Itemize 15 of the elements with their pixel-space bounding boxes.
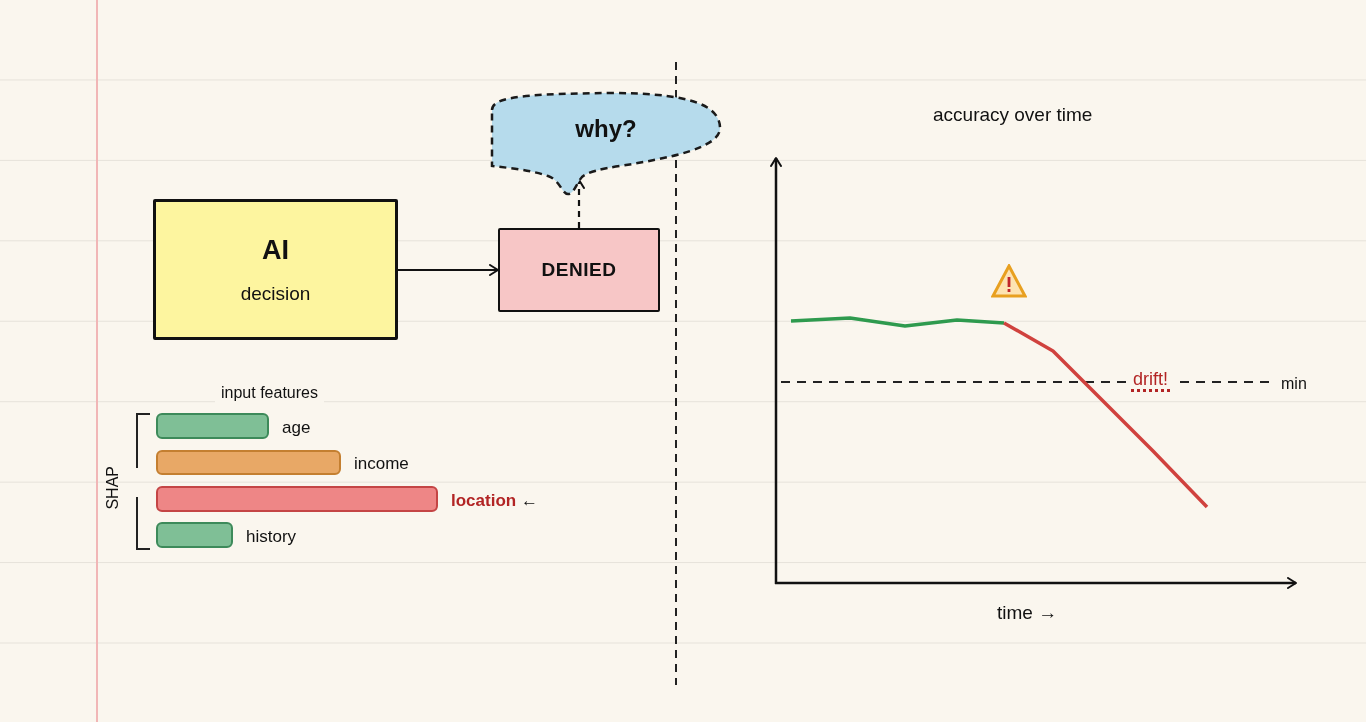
- axis-label: time →: [997, 602, 1058, 624]
- status-label: DENIED: [541, 259, 617, 281]
- process-box: [153, 199, 398, 340]
- bar-label: location ←: [451, 491, 538, 511]
- bubble-text: why?: [575, 115, 637, 143]
- result-box: [498, 228, 660, 312]
- threshold-label: min: [1281, 374, 1307, 394]
- box-subtitle: decision: [240, 283, 311, 305]
- annotation-label: drift!: [1131, 369, 1170, 392]
- speech-bubble: [490, 90, 722, 196]
- box-title: AI: [262, 234, 289, 266]
- chart-title: accuracy over time: [933, 104, 1093, 126]
- arrow: [398, 264, 499, 276]
- axis-label: SHAP: [103, 466, 122, 510]
- chart-title: input features: [215, 383, 324, 403]
